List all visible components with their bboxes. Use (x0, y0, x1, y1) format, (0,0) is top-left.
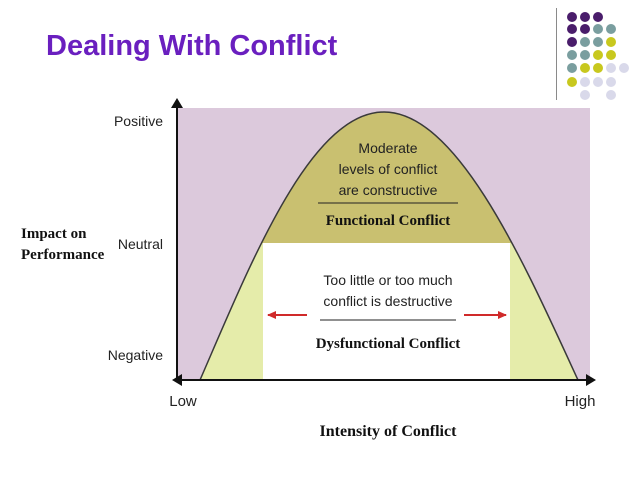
y-tick-negative: Negative (108, 347, 163, 363)
functional-text-line1: Moderate (358, 140, 417, 156)
decor-dot (593, 12, 603, 22)
dysfunctional-text-line2: conflict is destructive (323, 293, 452, 309)
decor-dot (606, 90, 616, 100)
decor-dot (606, 24, 616, 34)
decor-dot (606, 63, 616, 73)
decor-dot (580, 24, 590, 34)
x-axis-title: Intensity of Conflict (320, 423, 458, 440)
decor-dot (580, 50, 590, 60)
decor-dot (567, 37, 577, 47)
decor-divider (556, 8, 557, 100)
decor-dot (593, 63, 603, 73)
performance-curve (199, 111, 579, 381)
decor-dot (593, 50, 603, 60)
decor-dot (580, 37, 590, 47)
decor-dot (606, 37, 616, 47)
y-axis-arrowhead (171, 98, 183, 108)
decor-dot (593, 77, 603, 87)
slide-title: Dealing With Conflict (46, 30, 338, 62)
functional-text-line3: are constructive (339, 182, 438, 198)
decor-dot (593, 37, 603, 47)
dysfunctional-conflict-label: Dysfunctional Conflict (316, 336, 461, 352)
decor-dot (580, 63, 590, 73)
decor-dot (606, 77, 616, 87)
decor-dot (567, 24, 577, 34)
x-tick-high: High (565, 393, 596, 410)
decor-dot (593, 24, 603, 34)
functional-text-line2: levels of conflict (339, 161, 438, 177)
y-tick-positive: Positive (114, 113, 163, 129)
y-axis-title-line2: Performance (21, 247, 105, 263)
decor-dot (567, 12, 577, 22)
decor-dot (567, 77, 577, 87)
decor-dot (580, 12, 590, 22)
decor-dot (567, 50, 577, 60)
decor-dot (606, 50, 616, 60)
y-axis-title-line1: Impact on (21, 226, 87, 242)
x-axis-left-arrowhead (172, 374, 182, 386)
decor-dot (580, 90, 590, 100)
x-axis-arrowhead (586, 374, 596, 386)
x-tick-low: Low (169, 393, 197, 410)
functional-conflict-label: Functional Conflict (326, 213, 451, 229)
dysfunctional-box (263, 243, 510, 380)
decor-dot (567, 63, 577, 73)
decor-dot (619, 63, 629, 73)
decor-dot (580, 77, 590, 87)
y-tick-neutral: Neutral (118, 236, 163, 252)
dysfunctional-text-line1: Too little or too much (323, 272, 452, 288)
